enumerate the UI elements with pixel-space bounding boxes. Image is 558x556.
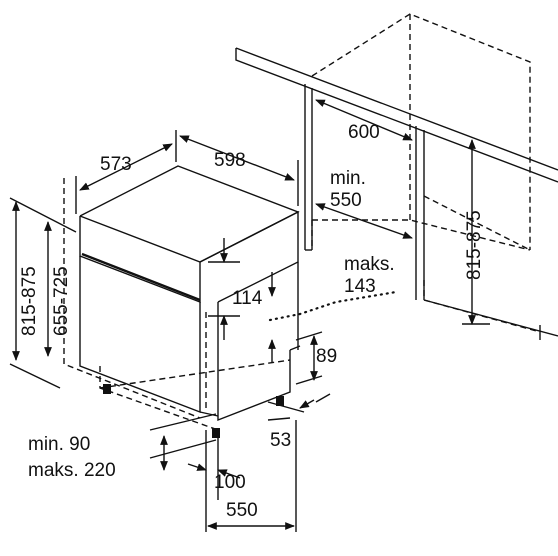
dimension-114: 114 [208,238,276,362]
label-maks-value: 143 [344,276,376,297]
dimension-100: 100 [187,430,246,500]
dimension-body-height: 655-725 [44,221,72,357]
annotation-maks-143: maks. 143 [268,254,398,322]
dimension-598: 598 [179,135,299,206]
label-550: 550 [226,500,258,521]
dimension-550: 550 [205,420,297,532]
dimension-niche-height: 815-875 [462,139,490,325]
dimension-89: 89 [295,331,337,385]
label-body-height: 655-725 [51,266,72,336]
label-573: 573 [100,154,132,175]
label-niche-min-value: 550 [330,190,362,211]
dimension-573: 573 [75,130,177,214]
label-foot-min: min. 90 [28,434,90,455]
label-total-height: 815-875 [19,266,40,336]
label-maks: maks. [344,254,395,275]
dishwasher-hidden-lines [63,178,291,431]
dimension-600: 600 [315,99,413,143]
label-89: 89 [316,346,337,367]
dimension-foot-height: min. 90 maks. 220 [28,413,217,481]
label-niche-height: 815-875 [464,210,485,280]
dishwasher-body [79,165,301,422]
label-114: 114 [232,288,263,309]
label-niche-min: min. [330,168,366,189]
label-foot-maks: maks. 220 [28,460,116,481]
dimension-total-height: 815-875 [9,197,77,389]
worktop [235,47,558,300]
dishwasher-feet [103,384,284,438]
dimension-53: 53 [267,393,331,451]
label-100: 100 [214,472,246,493]
dimension-min-550: min. 550 [315,168,413,239]
label-53: 53 [270,430,291,451]
label-600: 600 [348,122,380,143]
label-598: 598 [214,150,246,171]
